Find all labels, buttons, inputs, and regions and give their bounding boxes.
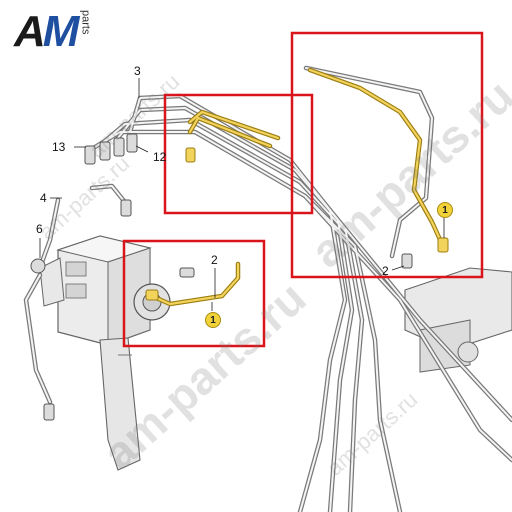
highlighted-pipes xyxy=(145,67,449,307)
logo-subtext: parts xyxy=(79,10,92,35)
leader-lines xyxy=(39,78,445,311)
logo-letter-a: A xyxy=(14,7,46,56)
highlight-box-center xyxy=(163,93,314,215)
brake-pipes xyxy=(23,65,512,512)
pipe-fittings xyxy=(30,133,413,421)
badge-1-right: 1 xyxy=(437,202,453,218)
callout-2-mid: 2 xyxy=(211,253,218,267)
highlight-box-right xyxy=(290,31,484,279)
highlight-boxes xyxy=(122,31,484,348)
callout-12: 12 xyxy=(153,150,167,164)
highlight-box-bottom xyxy=(122,239,266,348)
logo-letter-m: M xyxy=(42,7,80,56)
logo-mark: AM xyxy=(14,7,80,56)
abs-unit xyxy=(56,235,171,346)
callout-4: 4 xyxy=(40,191,47,205)
callout-2-right: 2 xyxy=(382,264,389,278)
callout-6: 6 xyxy=(36,222,43,236)
callout-13: 13 xyxy=(52,140,66,154)
badge-1-mid: 1 xyxy=(205,312,221,328)
callout-3: 3 xyxy=(134,64,141,78)
am-parts-logo: AM parts xyxy=(14,8,91,56)
